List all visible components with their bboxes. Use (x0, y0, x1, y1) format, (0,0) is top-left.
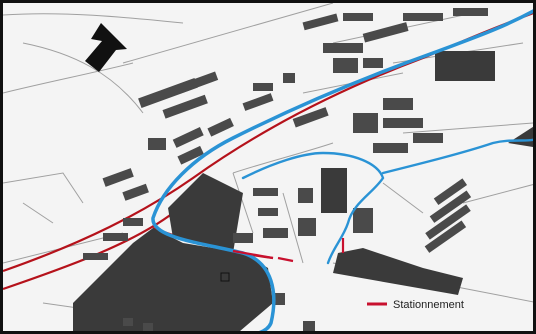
factory-row (333, 248, 463, 295)
corner-block (508, 126, 533, 148)
legend-label-parking: Stationnement (393, 299, 464, 311)
river (151, 9, 533, 331)
industrial-lot (168, 173, 243, 253)
warehouse (321, 168, 347, 213)
map-legend: Stationnement (367, 299, 464, 311)
buildings (83, 8, 488, 331)
industrial-zones (73, 51, 533, 331)
parking-markers (232, 238, 345, 263)
map-canvas: Stationnement (3, 3, 533, 331)
large-building (435, 51, 495, 81)
large-parking-area (73, 228, 273, 331)
parking-marker (220, 272, 230, 282)
north-arrow-icon (85, 23, 127, 72)
